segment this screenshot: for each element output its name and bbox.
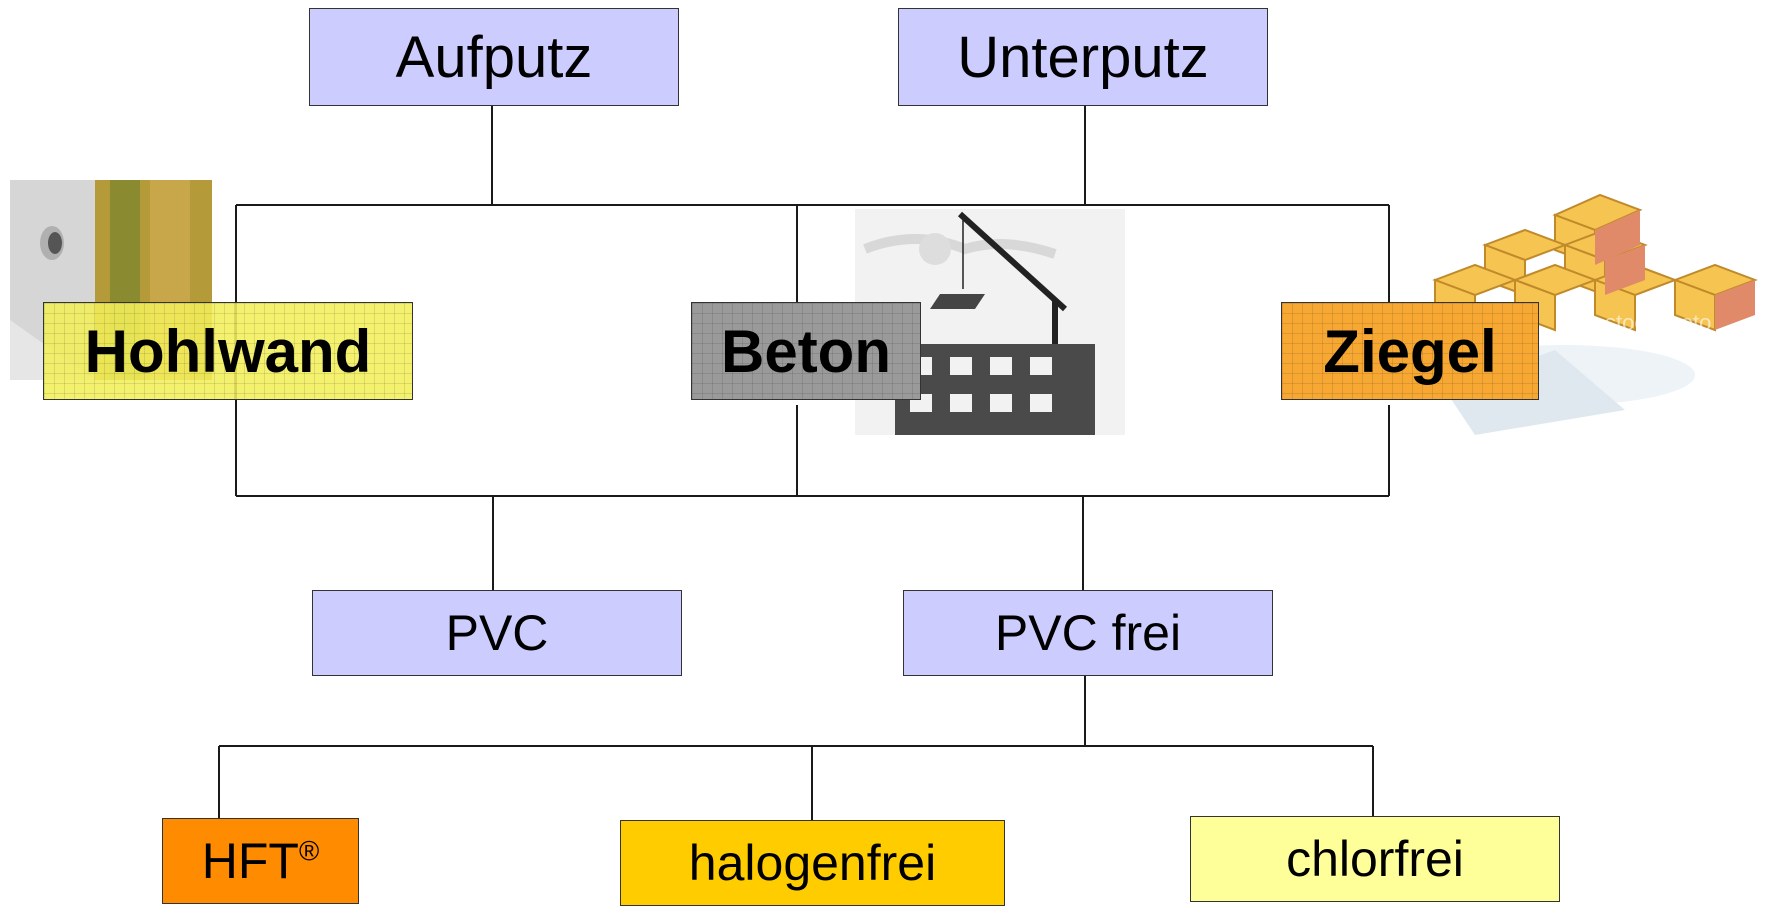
watermark-text: stockphoto <box>1605 310 1711 335</box>
halogenfrei-label: halogenfrei <box>688 835 937 891</box>
chlorfrei-box: chlorfrei <box>1190 816 1560 902</box>
beton-box: Beton <box>691 302 921 400</box>
unterputz-label: Unterputz <box>957 24 1209 90</box>
hohlwand-box: Hohlwand <box>43 302 413 400</box>
aufputz-label: Aufputz <box>395 24 593 90</box>
halogenfrei-box: halogenfrei <box>620 820 1005 906</box>
aufputz-box: Aufputz <box>309 8 679 106</box>
hohlwand-label: Hohlwand <box>84 317 372 385</box>
hft-registered-mark: ® <box>298 835 320 867</box>
hft-text: HFT <box>201 833 299 889</box>
pvc-label: PVC <box>445 605 549 661</box>
beton-label: Beton <box>721 317 891 385</box>
ziegel-label: Ziegel <box>1323 317 1497 385</box>
hft-label: HFT® <box>202 832 319 890</box>
pvc-box: PVC <box>312 590 682 676</box>
pvc-frei-label: PVC frei <box>994 605 1182 661</box>
ziegel-box: Ziegel <box>1281 302 1539 400</box>
pvc-frei-box: PVC frei <box>903 590 1273 676</box>
hft-box: HFT® <box>162 818 359 904</box>
unterputz-box: Unterputz <box>898 8 1268 106</box>
chlorfrei-label: chlorfrei <box>1286 831 1464 887</box>
